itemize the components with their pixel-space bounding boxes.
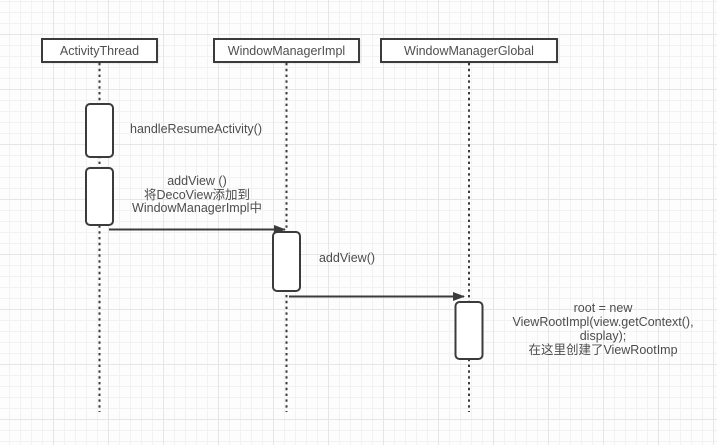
activation-activitythread-addview[interactable] xyxy=(85,167,114,226)
message-label-viewrootimpl-line3: display); xyxy=(579,329,627,343)
message-label-viewrootimpl-note[interactable]: root = new ViewRootImpl(view.getContext(… xyxy=(512,301,693,357)
message-label-addview-decorview[interactable]: addView () 将DecoView添加到 WindowManagerImp… xyxy=(132,174,262,216)
message-label-viewrootimpl-line4: 在这里创建了ViewRootImp xyxy=(528,343,678,357)
message-label-viewrootimpl-line1: root = new xyxy=(573,301,633,315)
participant-label-windowmanagerimpl: WindowManagerImpl xyxy=(227,43,346,58)
participant-box-windowmanagerimpl[interactable]: WindowManagerImpl xyxy=(213,38,360,63)
message-label-handleresumeactivity[interactable]: handleResumeActivity() xyxy=(130,122,262,136)
message-label-addview-decorview-line3: WindowManagerImpl中 xyxy=(132,201,262,215)
participant-label-activitythread: ActivityThread xyxy=(59,43,140,58)
message-label-addview[interactable]: addView() xyxy=(318,251,376,265)
message-label-viewrootimpl-line2: ViewRootImpl(view.getContext(), xyxy=(512,315,694,329)
message-label-addview-decorview-line2: 将DecoView添加到 xyxy=(143,187,251,202)
activation-windowmanagerglobal[interactable] xyxy=(454,301,484,360)
message-label-addview-decorview-line1: addView () xyxy=(167,174,227,188)
activation-activitythread-handleresume[interactable] xyxy=(85,103,114,158)
participant-box-windowmanagerglobal[interactable]: WindowManagerGlobal xyxy=(380,38,558,63)
participant-label-windowmanagerglobal: WindowManagerGlobal xyxy=(404,43,534,58)
participant-box-activitythread[interactable]: ActivityThread xyxy=(41,38,158,63)
activation-windowmanagerimpl[interactable] xyxy=(272,231,301,292)
